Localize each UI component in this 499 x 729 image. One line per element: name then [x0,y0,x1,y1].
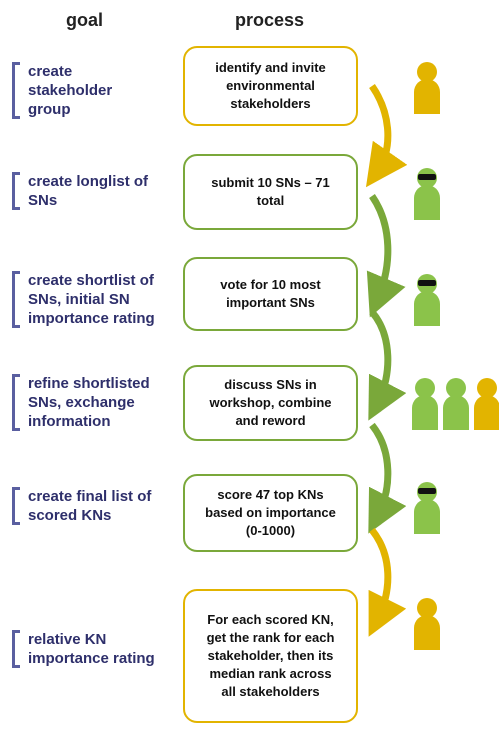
arrow-2 [366,194,406,318]
goal-header: goal [66,10,104,30]
person-green-icon [412,378,438,430]
process-header: process [235,10,305,30]
person-green-icon [443,378,469,430]
goal-bracket [12,172,20,210]
arrow-4 [368,422,407,534]
arrow-3 [368,309,407,421]
arrow-5 [368,527,407,637]
person-green-sunglasses-icon [414,482,440,534]
person-green-sunglasses-icon [414,168,440,220]
goal-bracket [12,374,20,431]
goal-bracket [12,62,20,119]
goal-bracket [12,630,20,668]
person-yellow-icon [474,378,499,430]
process-box-6: For each scored KN,get the rank for each… [183,589,358,723]
goal-bracket [12,271,20,328]
goal-bracket [12,487,20,525]
arrow-1 [365,84,408,188]
person-yellow-icon [414,62,440,114]
person-green-sunglasses-icon [414,274,440,326]
person-yellow-icon [414,598,440,650]
